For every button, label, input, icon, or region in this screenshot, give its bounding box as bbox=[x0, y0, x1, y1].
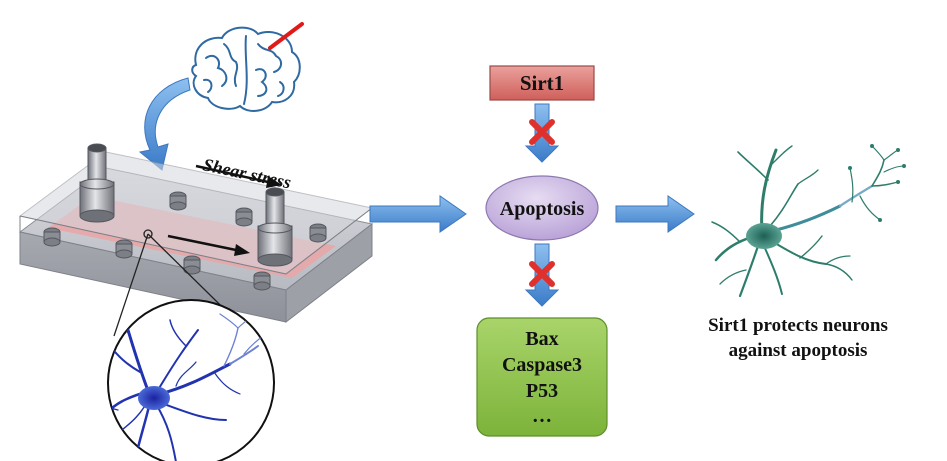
arrow-chip-to-apoptosis-icon bbox=[369, 195, 467, 233]
target-bax: Bax bbox=[525, 328, 558, 350]
green-neuron-icon bbox=[711, 144, 906, 298]
neuron-zoom-circle bbox=[107, 299, 275, 461]
inhibit-cross-icon bbox=[529, 261, 555, 287]
conclusion-line-2: against apoptosis bbox=[728, 340, 868, 361]
inlet-port bbox=[79, 143, 115, 223]
shear-stress-arrow-icon bbox=[195, 164, 282, 188]
flow-arrow-icon bbox=[167, 234, 250, 256]
sirt1-box: Sirt1 bbox=[489, 65, 595, 101]
conclusion-line-1: Sirt1 protects neurons bbox=[708, 315, 888, 336]
screw-holes bbox=[43, 191, 327, 291]
microfluidic-chip bbox=[18, 143, 374, 324]
targets-box: Bax Caspase3 P53 … bbox=[476, 317, 608, 437]
outlet-port bbox=[257, 187, 293, 267]
conclusion-caption: Sirt1 protects neurons against apoptosis bbox=[678, 313, 918, 363]
inhibit-cross-icon bbox=[529, 119, 555, 145]
target-ellipsis: … bbox=[532, 405, 552, 427]
target-p53: P53 bbox=[526, 380, 558, 402]
arrow-apoptosis-to-neuron-icon bbox=[615, 195, 695, 233]
target-caspase3: Caspase3 bbox=[502, 354, 582, 376]
inhibition-arrow-1 bbox=[524, 103, 560, 163]
probe-needle bbox=[268, 22, 304, 50]
zoom-line-left bbox=[113, 233, 149, 337]
sirt1-label: Sirt1 bbox=[520, 71, 564, 95]
apoptosis-label: Apoptosis bbox=[500, 198, 585, 220]
inhibition-arrow-2 bbox=[524, 243, 560, 307]
curved-arrow-icon bbox=[138, 77, 191, 171]
apoptosis-node: Apoptosis bbox=[485, 175, 599, 241]
brain-icon bbox=[191, 26, 301, 112]
